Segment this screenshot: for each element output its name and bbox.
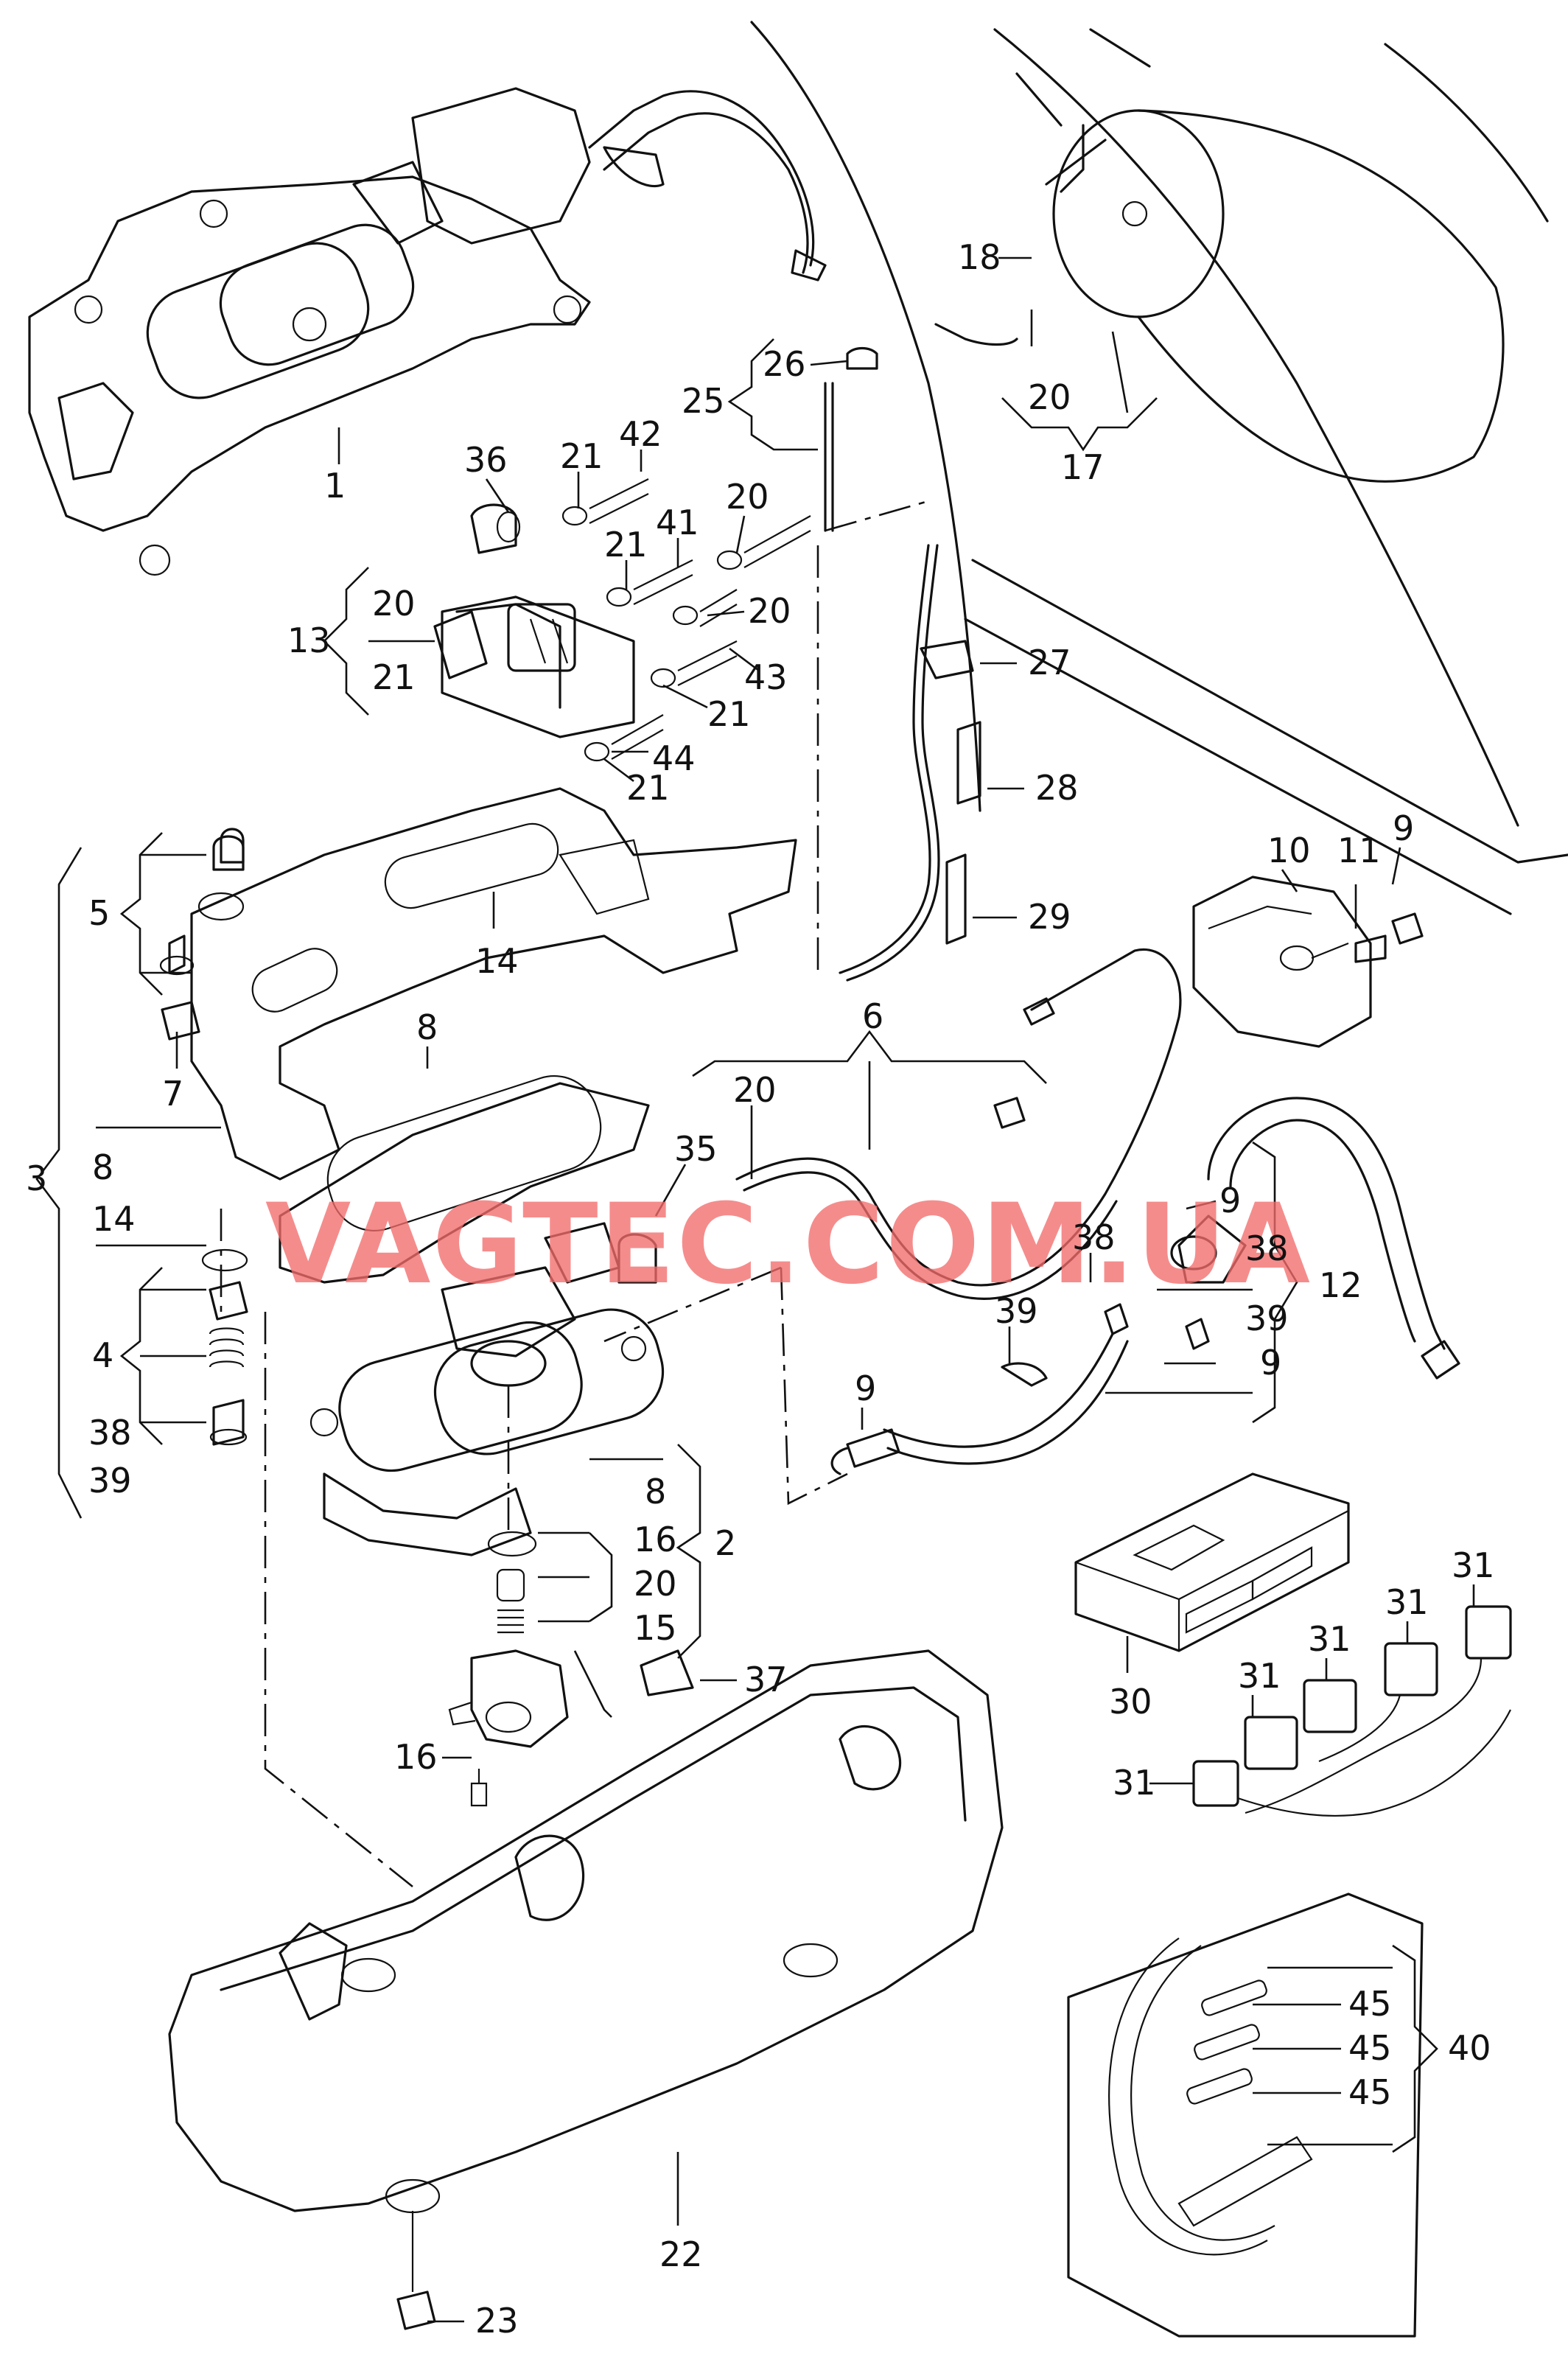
air-line-hoses bbox=[735, 948, 1460, 1475]
mount-spring-parts bbox=[159, 835, 248, 1446]
label-12: 12 bbox=[1319, 1265, 1362, 1305]
label-5: 5 bbox=[88, 893, 110, 933]
label-42: 42 bbox=[619, 414, 662, 454]
label-16: 16 bbox=[634, 1520, 677, 1559]
label-2: 2 bbox=[715, 1523, 736, 1563]
undertray-cover bbox=[168, 1649, 1004, 2330]
label-17: 17 bbox=[1061, 447, 1105, 487]
label-8: 8 bbox=[92, 1147, 113, 1187]
label-7: 7 bbox=[162, 1074, 183, 1114]
pressure-line-and-clips bbox=[824, 323, 1018, 982]
label-45: 45 bbox=[1348, 1984, 1392, 2024]
label-27: 27 bbox=[1028, 643, 1071, 682]
air-reservoir bbox=[1045, 109, 1505, 483]
label-20: 20 bbox=[634, 1564, 677, 1604]
label-36: 36 bbox=[464, 440, 508, 480]
label-21: 21 bbox=[372, 657, 416, 697]
label-26: 26 bbox=[763, 344, 806, 384]
label-38: 38 bbox=[88, 1413, 132, 1453]
label-9: 9 bbox=[855, 1369, 876, 1408]
watermark: VAGTEC.COM.UA bbox=[265, 1181, 1312, 1309]
label-30: 30 bbox=[1109, 1682, 1152, 1722]
label-43: 43 bbox=[744, 657, 788, 697]
label-37: 37 bbox=[744, 1660, 788, 1699]
label-18: 18 bbox=[958, 237, 1001, 277]
label-20: 20 bbox=[726, 477, 769, 517]
label-38: 38 bbox=[1245, 1229, 1289, 1268]
label-31: 31 bbox=[1452, 1545, 1495, 1585]
label-25: 25 bbox=[682, 381, 725, 421]
label-20: 20 bbox=[733, 1070, 777, 1110]
solenoid-valve-block bbox=[433, 478, 811, 762]
label-4: 4 bbox=[92, 1335, 113, 1375]
label-15: 15 bbox=[634, 1608, 677, 1648]
label-9: 9 bbox=[1260, 1343, 1281, 1383]
label-31: 31 bbox=[1308, 1619, 1351, 1659]
drain-valve-parts bbox=[448, 1233, 694, 1807]
label-21: 21 bbox=[707, 694, 751, 734]
label-21: 21 bbox=[626, 768, 670, 808]
label-3: 3 bbox=[26, 1158, 47, 1198]
label-31: 31 bbox=[1113, 1763, 1156, 1803]
label-20: 20 bbox=[372, 584, 416, 623]
repair-kit bbox=[1067, 1893, 1424, 2338]
label-44: 44 bbox=[652, 738, 696, 778]
label-39: 39 bbox=[1245, 1299, 1289, 1338]
label-21: 21 bbox=[604, 525, 648, 565]
label-14: 14 bbox=[92, 1199, 136, 1239]
mounting-bracket bbox=[190, 787, 797, 1181]
leader-lines bbox=[35, 256, 1475, 2323]
label-31: 31 bbox=[1385, 1582, 1429, 1622]
label-13: 13 bbox=[287, 621, 331, 660]
label-40: 40 bbox=[1448, 2028, 1491, 2068]
part-labels: 1 36 21 42 21 41 20 20 43 21 44 21 13 20… bbox=[26, 237, 1495, 2341]
assembly-dash-lines bbox=[220, 500, 929, 1888]
label-45: 45 bbox=[1348, 2072, 1392, 2112]
label-8: 8 bbox=[416, 1007, 438, 1047]
label-39: 39 bbox=[995, 1291, 1038, 1331]
compressor-assembly-top bbox=[28, 87, 827, 576]
label-28: 28 bbox=[1035, 768, 1079, 808]
label-22: 22 bbox=[659, 2234, 703, 2274]
label-16: 16 bbox=[394, 1737, 438, 1777]
label-1: 1 bbox=[324, 466, 346, 506]
label-23: 23 bbox=[475, 2301, 519, 2341]
label-11: 11 bbox=[1337, 831, 1381, 870]
label-10: 10 bbox=[1267, 831, 1311, 870]
label-39: 39 bbox=[88, 1461, 132, 1500]
label-20: 20 bbox=[1028, 377, 1071, 417]
label-45: 45 bbox=[1348, 2028, 1392, 2068]
label-31: 31 bbox=[1238, 1656, 1281, 1696]
label-38: 38 bbox=[1072, 1217, 1116, 1257]
label-21: 21 bbox=[560, 436, 603, 476]
label-6: 6 bbox=[862, 996, 883, 1036]
label-9: 9 bbox=[1393, 808, 1414, 848]
label-20: 20 bbox=[748, 591, 791, 631]
vehicle-body-outline bbox=[750, 21, 1568, 915]
control-unit bbox=[1074, 1472, 1350, 1652]
compressor-assembly-middle bbox=[279, 1074, 665, 1556]
air-silencer bbox=[1192, 876, 1424, 1048]
label-8: 8 bbox=[645, 1472, 666, 1511]
label-29: 29 bbox=[1028, 897, 1071, 937]
label-41: 41 bbox=[656, 503, 699, 542]
label-14: 14 bbox=[475, 941, 519, 981]
label-9: 9 bbox=[1219, 1181, 1241, 1220]
label-35: 35 bbox=[674, 1129, 718, 1169]
connectors bbox=[1192, 1605, 1512, 1817]
